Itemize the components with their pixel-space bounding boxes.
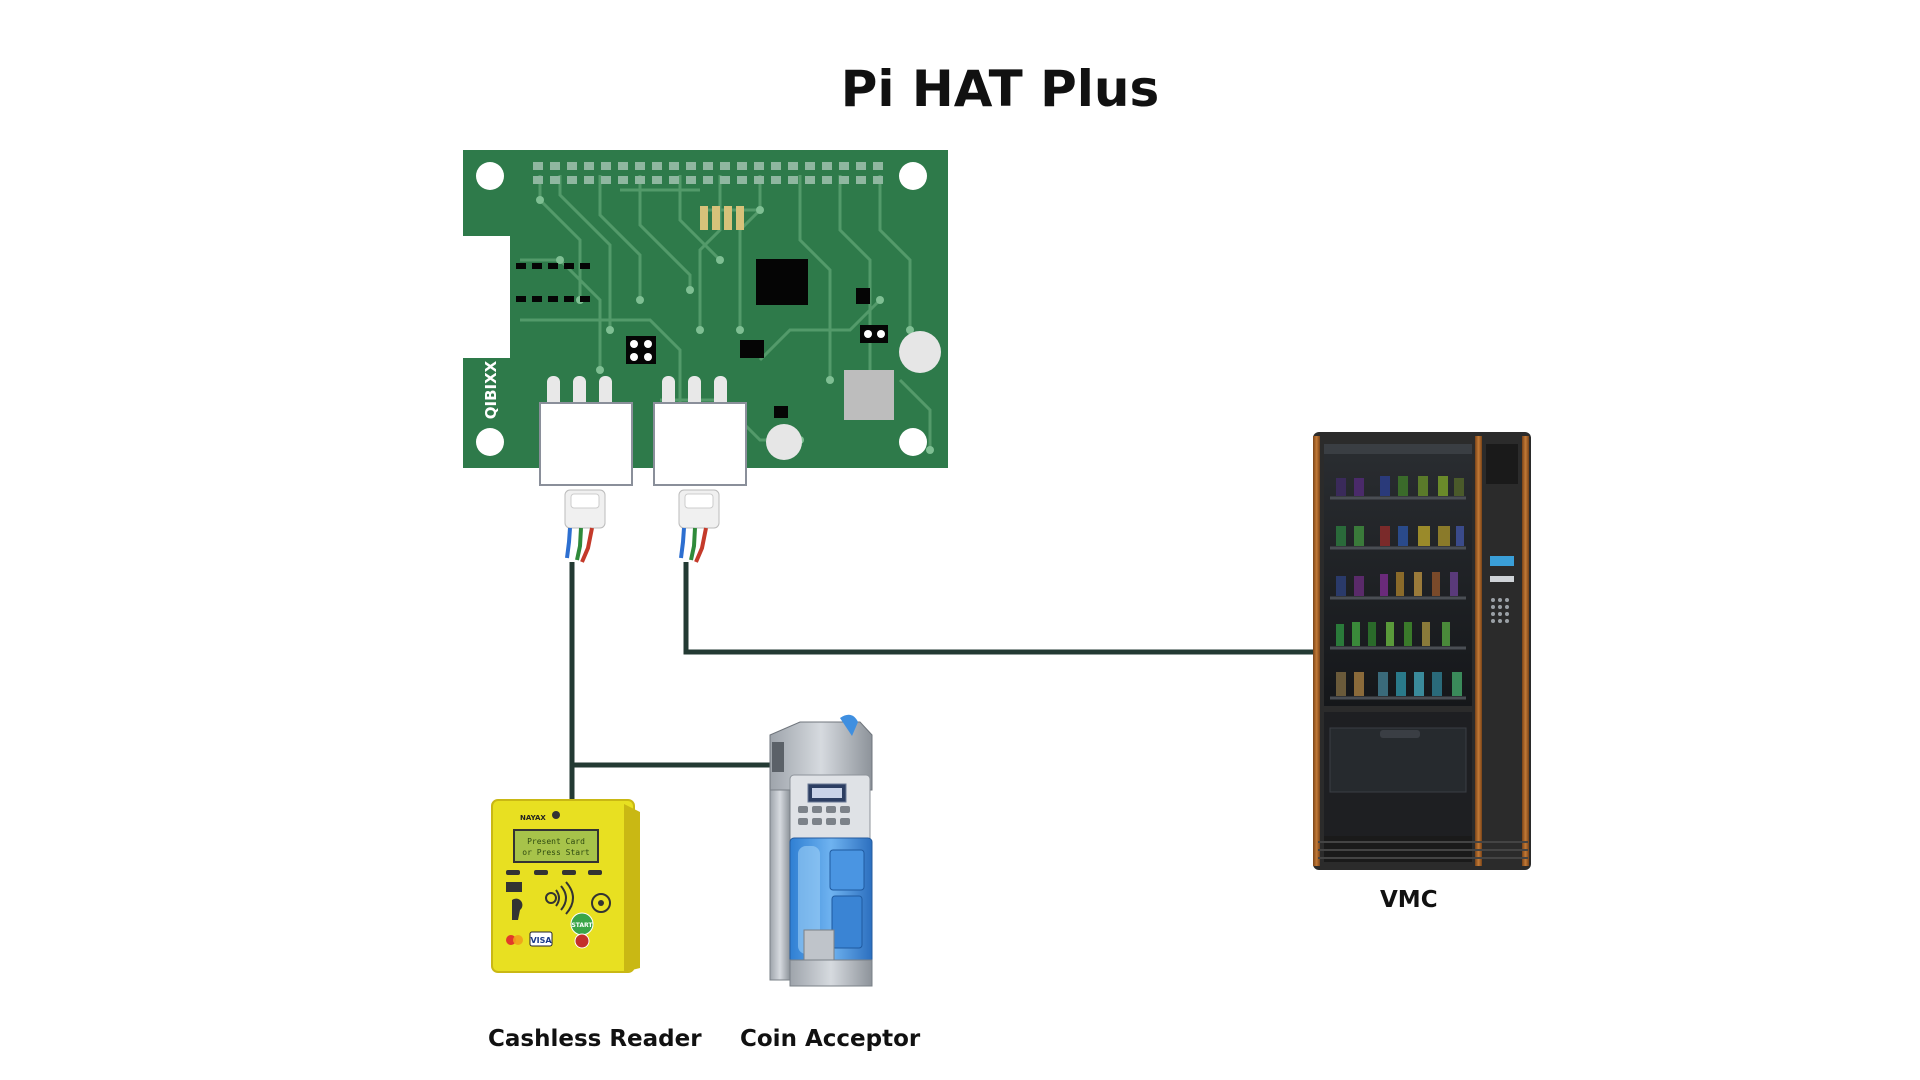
connector-left: [539, 376, 633, 486]
regulator-chip: [740, 340, 764, 358]
hand-icon: [512, 898, 523, 920]
contactless-icon: [545, 881, 574, 915]
mounting-holes: [476, 162, 927, 456]
cashless-reader-device: NAYAX Present Card or Press Start START …: [491, 799, 640, 973]
square-pad: [844, 370, 894, 420]
mastercard-right: [513, 935, 523, 945]
reader-screen-line1: Present Card: [527, 837, 585, 846]
end-button: [574, 933, 590, 949]
coin-acceptor-device: [769, 714, 873, 987]
gold-pads: [700, 206, 744, 230]
vmc-products: [1336, 476, 1464, 696]
reader-screen: [513, 829, 599, 863]
smd-row-bottom: [516, 296, 590, 302]
reader-brand: NAYAX: [520, 814, 546, 822]
vmc-card-slot: [1490, 556, 1514, 566]
vmc-machine: [1313, 432, 1531, 870]
vmc-label: VMC: [1380, 887, 1438, 913]
start-button-label: START: [571, 922, 593, 929]
tiny-chip: [774, 406, 788, 418]
jumper-block: [626, 336, 656, 364]
cables: [569, 562, 1313, 818]
plug-right: [678, 489, 720, 563]
board-silkscreen: QIBIXX: [482, 360, 500, 419]
gpio-header: [533, 162, 883, 184]
cashless-reader-label: Cashless Reader: [488, 1026, 702, 1052]
cable-vmc: [683, 562, 1313, 655]
round-pad-2: [766, 424, 802, 460]
mastercard-left: [506, 935, 516, 945]
vmc-vent: [1318, 841, 1528, 859]
small-chip: [856, 288, 870, 304]
reader-screen-line2: or Press Start: [522, 848, 590, 857]
round-pad-1: [899, 331, 941, 373]
vmc-keypad: [1491, 598, 1509, 623]
connector-right: [653, 376, 747, 486]
coin-acceptor-label: Coin Acceptor: [740, 1026, 921, 1052]
visa-logo: VISA: [530, 936, 552, 945]
jumper-small: [860, 325, 888, 343]
coin-buttons: [798, 806, 850, 825]
vmc-shelves: [1330, 496, 1466, 700]
smd-row-top: [516, 263, 590, 269]
reader-buttons: [506, 870, 602, 875]
pi-hat-board: QIBIXX: [463, 150, 948, 486]
main-chip: [756, 259, 808, 305]
diagram-title: Pi HAT Plus: [840, 60, 1160, 118]
plug-left: [564, 489, 606, 563]
